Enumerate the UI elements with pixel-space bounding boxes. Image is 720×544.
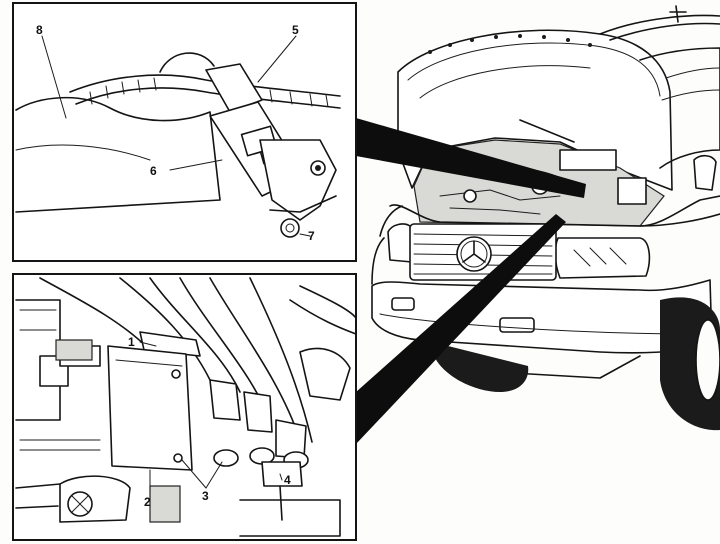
antenna (669, 5, 687, 23)
pointer-bottom (356, 214, 566, 444)
callout-7: 7 (308, 229, 315, 243)
mounting-bolt (280, 218, 300, 238)
battery (617, 177, 647, 205)
vehicle-front-view (371, 5, 720, 431)
callout-4: 4 (284, 473, 291, 487)
ignition-module (107, 345, 193, 471)
detail-bottom: 1 2 3 4 (12, 273, 357, 541)
license-plate-area (499, 317, 535, 333)
module-bracket (139, 331, 201, 357)
windshield (639, 47, 720, 169)
front-wheel-right (660, 297, 720, 431)
ignition-leads (39, 277, 357, 443)
plug-boots (209, 379, 309, 469)
hood-dots (428, 34, 592, 54)
fog-light-left (391, 297, 415, 311)
harness-connector (261, 461, 303, 487)
callout-5: 5 (292, 23, 299, 37)
pointer-wedges (356, 118, 586, 444)
headlight-right (554, 237, 651, 279)
callout-1: 1 (128, 335, 135, 349)
headlight-left (387, 223, 413, 263)
front-wheel-left (430, 340, 529, 392)
air-box (559, 149, 617, 171)
star-badge (456, 236, 492, 272)
pointer-top (356, 118, 586, 198)
callout-8: 8 (36, 23, 43, 37)
engine-cover (15, 96, 221, 213)
side-mirror (693, 154, 717, 191)
callout-3: 3 (202, 489, 209, 503)
callout-2: 2 (144, 495, 151, 509)
roof-line (599, 14, 720, 35)
detail-top-frame (12, 2, 357, 262)
wire-harness (69, 74, 341, 97)
detail-top: 8 5 6 7 (12, 2, 357, 262)
mounting-bracket (259, 139, 337, 221)
callout-6: 6 (150, 164, 157, 178)
plug-connector (205, 63, 263, 113)
wiper-arm (519, 119, 575, 143)
